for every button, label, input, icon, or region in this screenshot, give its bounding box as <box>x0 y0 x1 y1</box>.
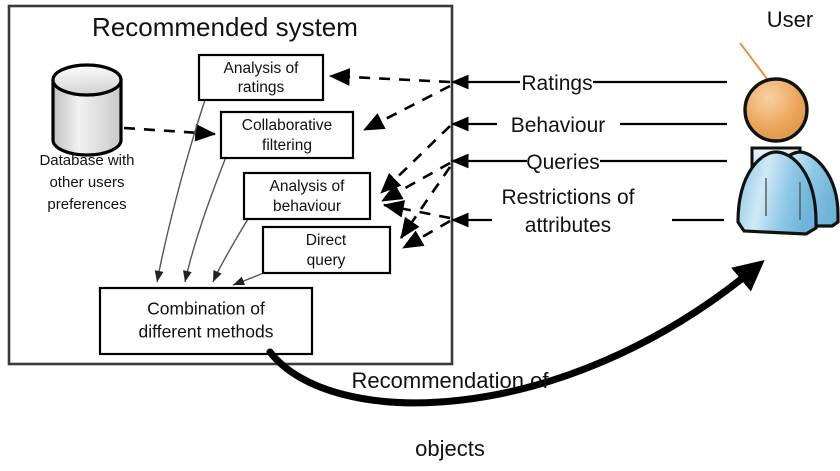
input-flow-label-line1: Restrictions of <box>501 186 634 209</box>
process-box-direct-query[interactable]: Direct query <box>261 225 392 275</box>
edge-restrictions-to-direct-query <box>402 219 451 250</box>
box-label-line1: Collaborative <box>242 117 332 134</box>
edge-direct-query-to-combination <box>232 271 267 286</box>
box-label-line1: Direct <box>306 232 347 249</box>
edge-ratings-to-analysis-of-ratings <box>328 68 451 86</box>
edge-restrictions-to-analysis-of-behaviour <box>382 200 451 220</box>
input-flow-behaviour: Behaviour <box>451 114 727 137</box>
box-label-line1: Combination of <box>147 299 265 319</box>
box-label-line2: different methods <box>139 322 274 342</box>
edge-ratings-to-collaborative-filtering <box>363 84 451 132</box>
process-box-collaborative-filtering[interactable]: Collaborative filtering <box>219 110 355 160</box>
actor-leader-line <box>739 42 769 81</box>
edge-analysis-behaviour-to-combination <box>212 218 249 283</box>
input-flow-label: Ratings <box>521 72 592 95</box>
database-caption-line3: preferences <box>47 196 126 213</box>
process-box-analysis-of-behaviour[interactable]: Analysis of behaviour <box>242 171 372 221</box>
box-label-line2: query <box>307 252 346 269</box>
box-label-line1: Analysis of <box>224 60 300 77</box>
database-caption-line2: other users <box>49 174 124 191</box>
box-label-line2: filtering <box>262 137 312 154</box>
user-person-icon[interactable] <box>736 77 840 236</box>
actor-label: User <box>767 7 813 32</box>
box-label-line2: ratings <box>238 79 285 96</box>
box-label-line2: behaviour <box>273 198 341 215</box>
process-box-combination-of-different-methods[interactable]: Combination of different methods <box>98 286 314 356</box>
input-flow-ratings: Ratings <box>451 72 727 95</box>
edge-collaborative-filtering-to-combination <box>183 156 227 283</box>
process-box-analysis-of-ratings[interactable]: Analysis of ratings <box>197 53 325 102</box>
input-flow-label: Behaviour <box>511 114 606 137</box>
box-label-line1: Analysis of <box>270 178 346 195</box>
output-flow-arrow-recommendation-of-objects <box>266 259 765 407</box>
output-flow-label-line2: objects <box>415 436 485 461</box>
input-flow-label-line2: attributes <box>525 214 611 237</box>
edge-analysis-ratings-to-combination <box>154 99 206 283</box>
input-flow-queries: Queries <box>451 151 727 174</box>
database-cylinder-icon <box>51 63 123 157</box>
system-boundary <box>7 4 454 366</box>
edge-queries-to-analysis-of-behaviour <box>381 161 451 203</box>
edge-behaviour-to-analysis-of-behaviour <box>380 125 451 194</box>
edge-queries-to-direct-query <box>399 166 452 239</box>
database-caption-line1: Database with <box>39 152 134 169</box>
edge-database-to-collaborative-filtering <box>123 123 217 142</box>
page-title: Recommended system <box>92 12 358 42</box>
output-flow-label-line1: Recommendation of <box>352 368 550 393</box>
input-flow-restrictions-of-attributes: Restrictions of attributes <box>451 186 724 237</box>
input-flow-label: Queries <box>526 151 600 174</box>
